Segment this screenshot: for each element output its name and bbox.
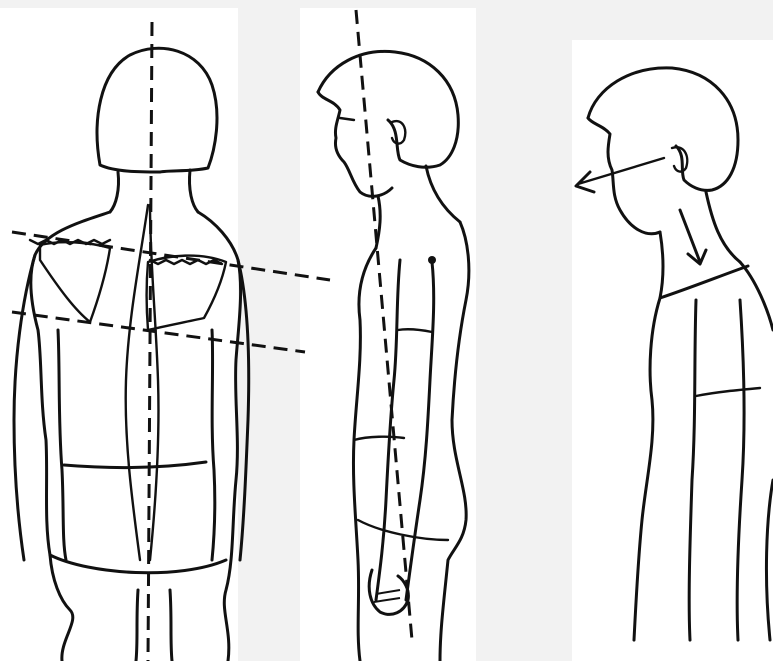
fh-arm-line <box>737 300 744 640</box>
shoulder-tilt-line <box>12 232 330 280</box>
side-waist-line <box>354 437 404 440</box>
side-sleeve-line <box>398 329 432 332</box>
back-head <box>97 48 217 172</box>
back-neck-left <box>110 172 119 212</box>
back-view-figure <box>12 22 330 661</box>
side-view-figure <box>318 10 469 661</box>
back-left-arm-inner <box>58 330 66 560</box>
fh-sleeve-line <box>696 388 760 396</box>
scapula-tilt-line <box>12 312 305 352</box>
left-scapula <box>40 242 110 322</box>
fh-face <box>588 118 660 234</box>
fh-neck-back <box>706 192 740 262</box>
right-scapula <box>147 256 227 330</box>
side-eye <box>340 118 354 120</box>
side-arm-front <box>376 260 400 600</box>
back-leg-right <box>170 590 172 661</box>
back-leg-left <box>136 590 138 661</box>
fh-back-contour <box>740 262 773 330</box>
back-spine-curve <box>126 205 148 560</box>
forward-head-figure <box>576 68 773 640</box>
back-torso-right <box>198 212 241 661</box>
back-neck-right <box>189 170 198 212</box>
fh-neck-front <box>660 232 663 298</box>
back-right-arm-inner <box>212 330 215 560</box>
fh-chest-line <box>689 300 696 640</box>
side-face <box>318 92 392 196</box>
fh-torso-front <box>634 298 660 640</box>
side-torso-back <box>440 222 469 661</box>
fh-head-hair <box>588 68 738 191</box>
side-arm-back <box>406 262 434 600</box>
back-plumb-line <box>148 22 152 661</box>
fh-back-lower <box>766 480 773 640</box>
back-hip-line <box>50 555 226 573</box>
back-waist-line <box>64 462 206 468</box>
side-shoulder-marker <box>428 256 436 264</box>
side-plumb-line <box>356 10 412 640</box>
fh-shoulder-line <box>660 266 748 298</box>
back-torso-left <box>31 212 110 661</box>
side-neck-back <box>426 166 460 222</box>
